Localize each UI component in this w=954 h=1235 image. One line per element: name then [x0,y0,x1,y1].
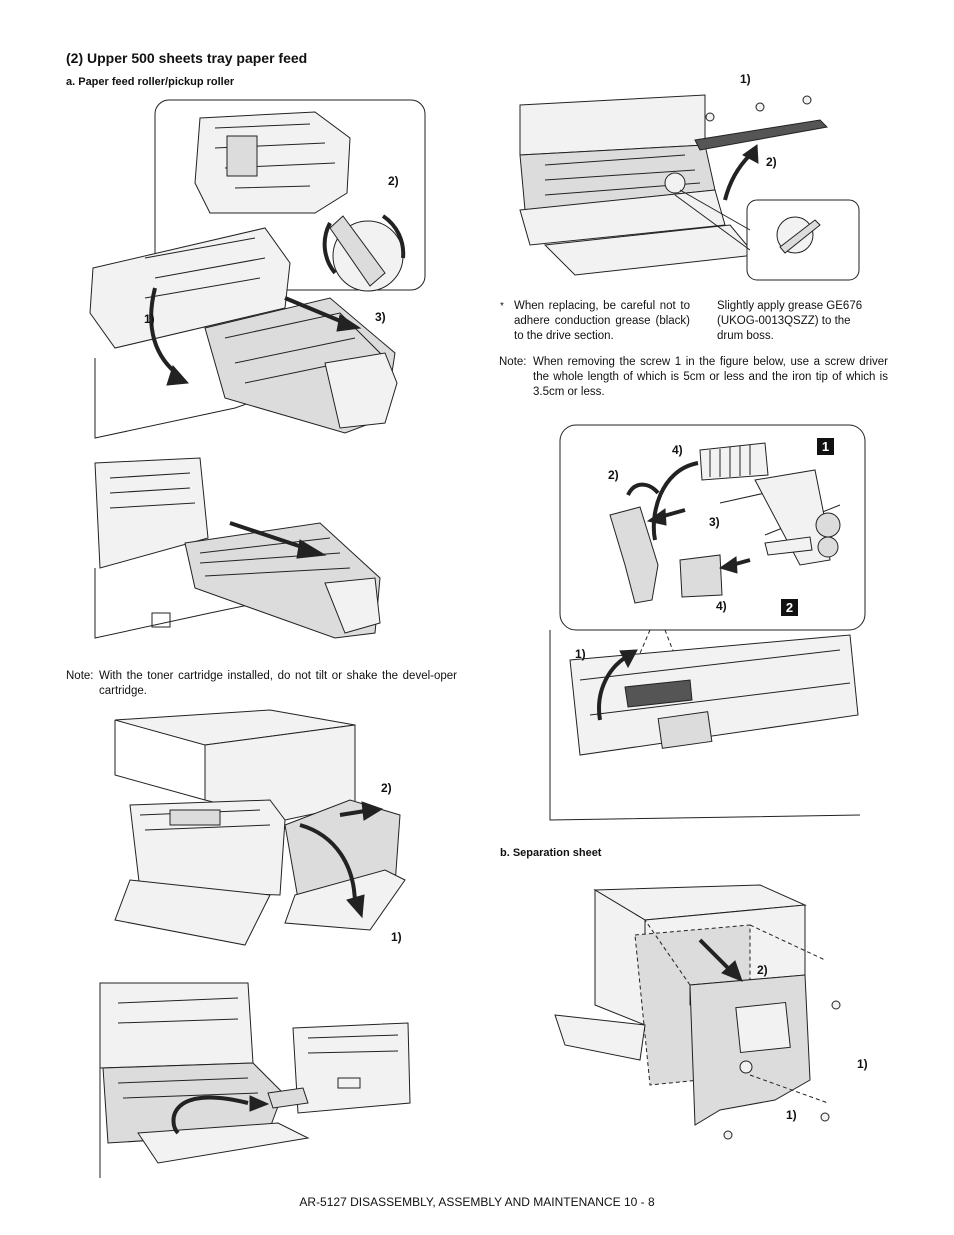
callout-fig6-step4b: 4) [716,599,727,613]
callout-fig7-step1b: 1) [786,1108,797,1122]
warning-marker: * [500,301,504,312]
callout-fig6-step2: 2) [608,468,619,482]
grease-apply-note: Slightly apply grease GE676 (UKOG-0013QS… [717,300,863,342]
figure-pickup-roller-removal [549,424,866,821]
figure-side-door-open [114,709,406,946]
callout-fig1-step3: 3) [375,310,386,324]
callout-fig6-step4a: 4) [672,443,683,457]
grease-warning-text: When replacing, be careful not to adhere… [514,300,690,342]
callout-fig1-step2: 2) [388,174,399,188]
callout-fig5-step2: 2) [766,155,777,169]
figure-transfer-roller [519,94,860,281]
note-text: When removing the screw 1 in the figure … [533,356,888,398]
callout-fig6-step1: 1) [575,647,586,661]
callout-fig6-box1: 1 [817,438,834,455]
callout-fig3-step1: 1) [391,930,402,944]
note-text: With the toner cartridge installed, do n… [99,670,457,697]
figure-transfer-unit-removal [99,982,411,1178]
callout-fig7-step2: 2) [757,963,768,977]
callout-fig7-step1a: 1) [857,1057,868,1071]
figure-separation-sheet-cover [554,884,841,1140]
figure-developer-removal [89,99,426,439]
subsection-a-title: a. Paper feed roller/pickup roller [66,76,235,88]
note-label: Note: [66,670,94,682]
subsection-b-title: b. Separation sheet [500,847,602,859]
callout-fig6-box2: 2 [781,599,798,616]
section-title: (2) Upper 500 sheets tray paper feed [66,50,308,66]
page-footer: AR-5127 DISASSEMBLY, ASSEMBLY AND MAINTE… [299,1195,655,1209]
callout-fig5-step1: 1) [740,72,751,86]
callout-fig6-step3: 3) [709,515,720,529]
callout-fig1-step1: 1) [144,312,155,326]
callout-fig3-step2: 2) [381,781,392,795]
note-label: Note: [499,356,527,368]
figure-developer-pullout [94,457,381,639]
